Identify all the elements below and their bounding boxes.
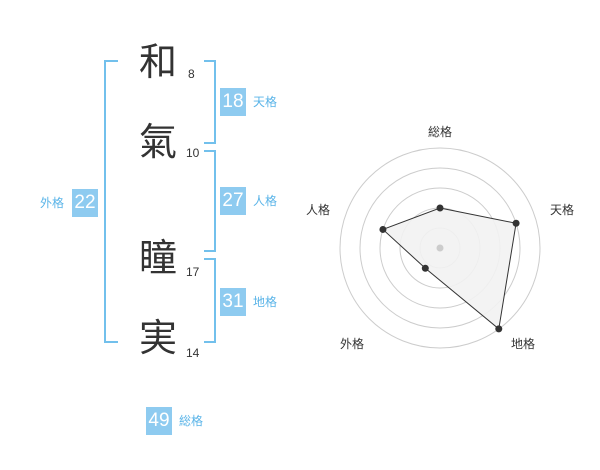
stroke-count-1: 8 xyxy=(188,67,195,81)
stroke-count-3: 17 xyxy=(186,265,200,279)
tenkaku-bracket xyxy=(204,60,216,144)
name-character-4: 実 xyxy=(138,316,177,360)
radar-label-soukaku: 総格 xyxy=(428,125,453,139)
jinkaku-value-badge: 27 xyxy=(220,187,246,215)
name-character-2: 氣 xyxy=(138,120,177,164)
radar-point-1 xyxy=(436,204,444,212)
radar-point-2 xyxy=(512,219,520,227)
radar-point-3 xyxy=(495,325,503,333)
radar-label-jinkaku: 人格 xyxy=(306,203,331,217)
stroke-count-4: 14 xyxy=(186,346,200,360)
chikaku-value-badge: 31 xyxy=(220,288,246,316)
radar-point-4 xyxy=(421,264,429,272)
soukaku-value-badge: 49 xyxy=(146,407,172,435)
radar-value-polygon xyxy=(381,207,517,330)
radar-center-dot xyxy=(436,244,444,252)
radar-grid-ring-5 xyxy=(339,147,541,349)
tenkaku-value-badge: 18 xyxy=(220,88,246,116)
name-character-1: 和 xyxy=(138,40,177,84)
radar-label-gaikaku: 外格 xyxy=(340,337,365,351)
chikaku-label: 地格 xyxy=(253,295,278,309)
radar-label-tenkaku: 天格 xyxy=(550,203,575,217)
gaikaku-value-badge: 22 xyxy=(72,189,98,217)
name-character-3: 瞳 xyxy=(138,236,177,280)
stroke-count-2: 10 xyxy=(186,146,200,160)
jinkaku-label: 人格 xyxy=(253,194,278,208)
radar-point-5 xyxy=(379,225,387,233)
radar-label-chikaku: 地格 xyxy=(511,337,536,351)
soukaku-label: 総格 xyxy=(179,414,204,428)
gaikaku-bracket xyxy=(104,60,118,343)
chikaku-bracket xyxy=(204,258,216,343)
jinkaku-bracket xyxy=(204,150,216,252)
gaikaku-label: 外格 xyxy=(40,196,65,210)
radar-grid-ring-4 xyxy=(359,167,521,329)
tenkaku-label: 天格 xyxy=(253,95,278,109)
